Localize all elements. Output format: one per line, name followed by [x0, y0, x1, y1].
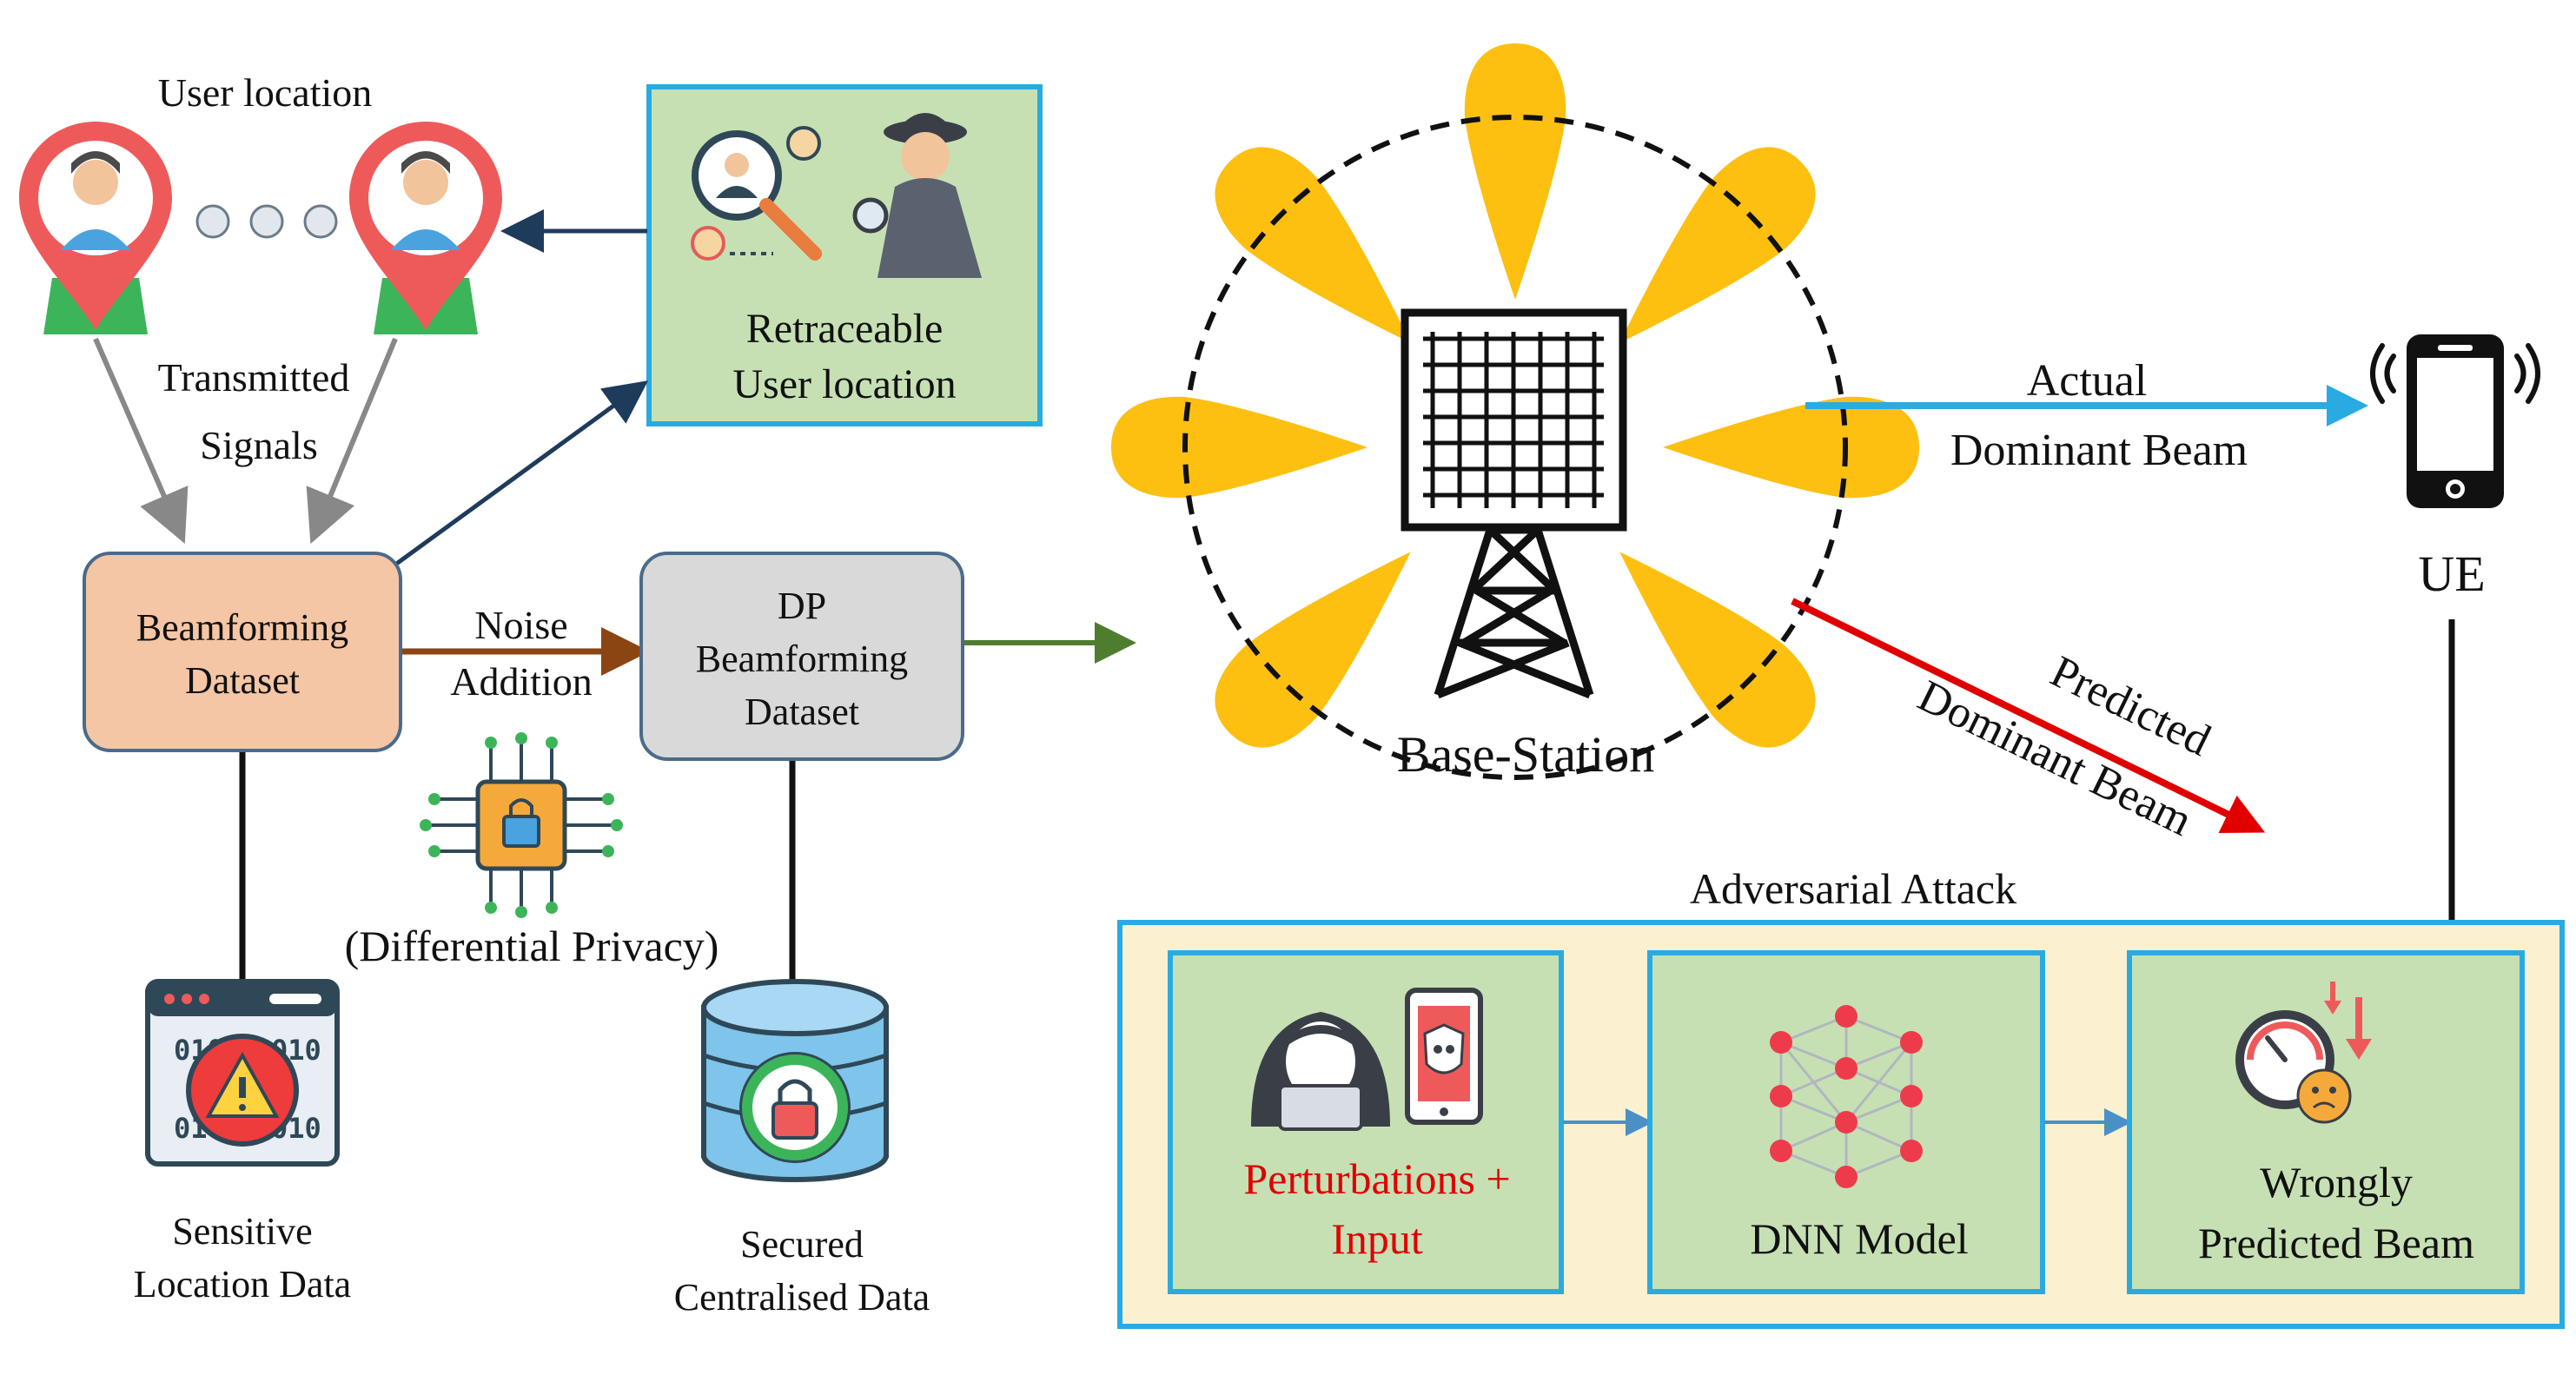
- malware-phone-icon: [1405, 988, 1483, 1125]
- predicted-beam-arrow: [1791, 598, 2266, 833]
- adversarial-title: Adversarial Attack: [1690, 864, 2016, 913]
- retraceable-label-line1: Retraceable: [746, 306, 944, 352]
- differential-privacy-label: (Differential Privacy): [345, 922, 719, 970]
- neural-network-icon: [1770, 1005, 1923, 1188]
- dp-dataset-line3: Dataset: [745, 691, 859, 733]
- beamforming-dataset-line1: Beamforming: [136, 606, 348, 649]
- coverage-circle: [1182, 115, 1848, 780]
- ellipsis-dots: [195, 204, 338, 239]
- base-station-label: Base-Station: [1397, 726, 1654, 783]
- user-location-title: User location: [158, 70, 373, 115]
- dataset-to-retrace-arrow: [394, 380, 649, 567]
- noise-addition-line1: Noise: [474, 603, 567, 647]
- dp-dataset-box: [639, 552, 964, 761]
- sensitive-data-line2: Location Data: [134, 1263, 351, 1306]
- perturbations-line2: Input: [1331, 1214, 1423, 1263]
- beamforming-dataset-line2: Dataset: [185, 659, 300, 702]
- dp-dataset-line1: DP: [778, 585, 826, 627]
- transmitted-signals-label-line1: Transmitted: [158, 355, 350, 400]
- user-pin-icon-right: [349, 122, 502, 334]
- warning-binary-icon: 010 010 010 010: [145, 979, 340, 1167]
- dp-dataset-line2: Beamforming: [696, 638, 908, 680]
- actual-beam-line1: Actual: [2027, 356, 2148, 406]
- secured-data-line2: Centralised Data: [674, 1276, 930, 1319]
- signal-waves-icon: [2370, 343, 2540, 404]
- user-pin-icon-left: [19, 122, 172, 334]
- secure-database-icon: [701, 979, 889, 1182]
- beam-lobes: [1111, 43, 1919, 748]
- noise-addition-line2: Addition: [450, 659, 593, 704]
- signal-arrow-left: [93, 337, 189, 545]
- tower-icon: [1434, 526, 1594, 699]
- perturbations-line1: Perturbations +: [1243, 1154, 1510, 1203]
- hacker-icon: [1251, 1012, 1390, 1131]
- signal-arrow-right: [306, 337, 398, 545]
- search-person-icon: [691, 126, 822, 261]
- transmitted-signals-label-line2: Signals: [200, 423, 317, 467]
- secured-data-line1: Secured: [740, 1223, 864, 1266]
- wrong-beam-line2: Predicted Beam: [2198, 1219, 2474, 1267]
- retraceable-label-line2: User location: [732, 361, 956, 407]
- beamforming-dataset-box: [83, 552, 402, 752]
- dnn-label: DNN Model: [1750, 1214, 1968, 1263]
- wrong-beam-line1: Wrongly: [2260, 1158, 2413, 1206]
- antenna-panel-icon: [1401, 308, 1627, 532]
- privacy-chip-icon: [420, 732, 623, 918]
- ue-label: UE: [2418, 545, 2485, 602]
- sensitive-data-line1: Sensitive: [172, 1210, 312, 1253]
- actual-beam-line2: Dominant Beam: [1950, 426, 2248, 475]
- speedometer-sad-icon: [2235, 982, 2372, 1124]
- detective-icon: [852, 113, 982, 278]
- phone-icon: [2407, 334, 2504, 508]
